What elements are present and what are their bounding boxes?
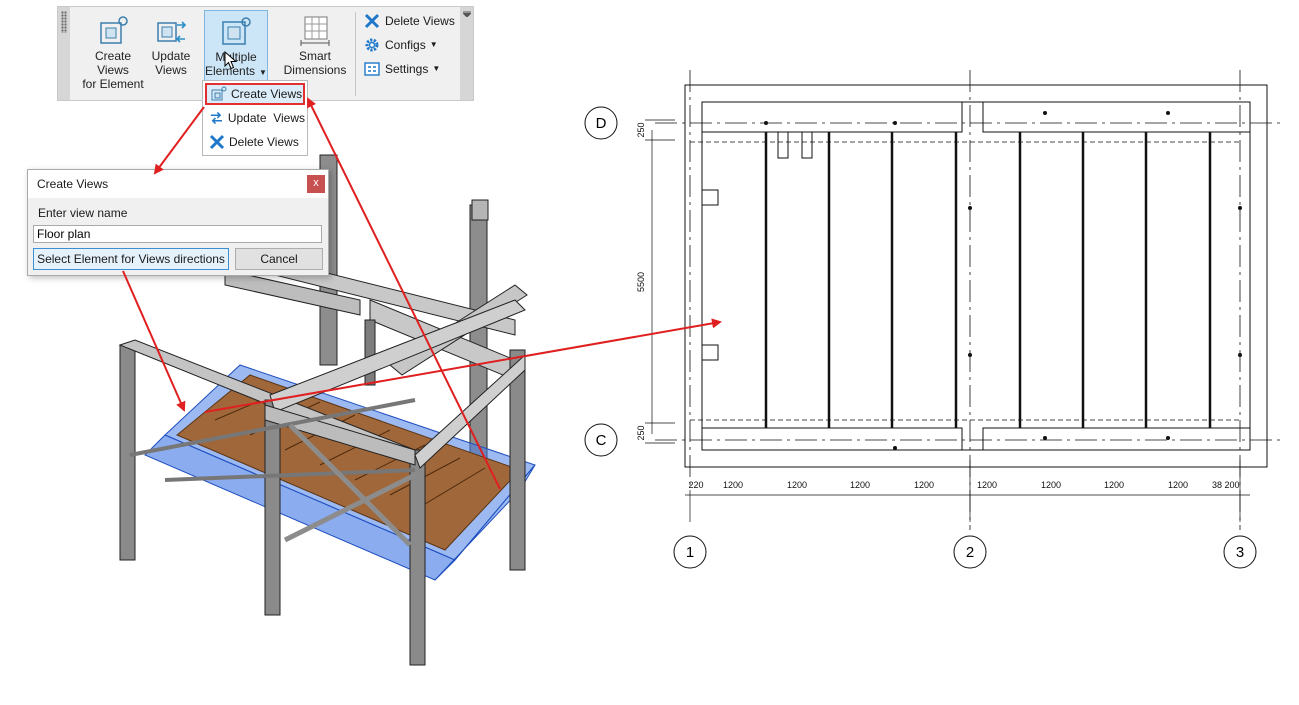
horizontal-dimensions: 220 1200 1200 1200 1200 1200 1200 1200 1… [688,480,1239,490]
dialog-title: Create Views [28,170,328,198]
dim-label: 1200 [1041,480,1061,490]
floor-plan-view[interactable]: D C 1 2 3 250 5500 250 220 1200 1200 120… [580,60,1290,580]
dim-label: 1200 [1168,480,1188,490]
update-views-line2: Views [155,63,187,77]
dim-label: 220 [688,480,703,490]
chevron-down-icon: ▼ [432,64,441,73]
configs-button[interactable]: Configs▼ [364,35,438,55]
delete-icon [364,13,380,29]
chevron-down-icon: ▼ [429,40,438,49]
dim-label: 1200 [1104,480,1124,490]
dim-label: 200 [1224,480,1239,490]
dropdown-item-label: Create Views [231,87,303,101]
multiple-elements-dropdown: Create Views Update Views Delete Views [202,80,308,156]
close-button[interactable]: x [307,175,325,193]
create-views-dialog: Create Views x Enter view name Select El… [27,169,329,276]
dim-label: 1200 [723,480,743,490]
multiple-elements-button[interactable]: Multiple Elements▼ [204,10,268,82]
dropdown-item-delete-views[interactable]: Delete Views [205,131,305,153]
dim-label: 250 [636,122,646,137]
delete-views-button[interactable]: Delete Views [364,11,455,31]
ribbon-panel: Create Views for Element Update Views Mu… [57,6,474,101]
create-views-for-element-line1: Create Views [94,49,132,77]
update-views-button[interactable]: Update Views [148,15,194,95]
delete-icon [209,134,225,150]
create-views-for-element-button[interactable]: Create Views for Element [78,15,148,95]
gear-icon [365,38,379,52]
dropdown-item-update-views[interactable]: Update Views [205,107,305,129]
update-views-icon [157,21,187,43]
settings-icon [364,62,380,76]
settings-button[interactable]: Settings▼ [364,59,440,79]
smart-dimensions-button[interactable]: Smart Dimensions [280,15,350,95]
panel-menu-icon [463,11,471,17]
chevron-down-icon: ▼ [259,68,267,77]
grid-head-D: D [584,106,618,140]
smart-dimensions-line2: Dimensions [283,63,347,77]
view-name-label: Enter view name [38,206,128,220]
multiple-elements-label: Elements [205,64,256,78]
multiple-elements-line2: Elements▼ [205,64,267,80]
grid-label: C [596,432,607,449]
dim-label: 1200 [914,480,934,490]
configs-label: Configs [385,38,426,52]
mouse-cursor-icon [224,51,238,70]
plan-geometry [645,70,1285,530]
grid-label: D [596,115,607,132]
grid-label: 2 [966,544,974,561]
dropdown-item-create-views[interactable]: Create Views [205,83,305,105]
plan-bolts [764,111,1242,450]
vertical-dimensions: 250 5500 250 [636,122,646,440]
grid-label: 3 [1236,544,1244,561]
grid-head-1: 1 [673,535,707,569]
grid-head-C: C [584,423,618,457]
panel-options[interactable] [460,7,473,100]
dropdown-item-label: Delete Views [229,135,299,149]
create-views-for-element-line2: for Element [82,77,144,91]
smart-dimensions-line1: Smart [298,49,331,63]
update-views-icon [210,111,222,125]
update-views-line1: Update [151,49,191,63]
dim-label: 1200 [850,480,870,490]
ribbon-separator [355,12,356,96]
create-views-icon [100,16,128,44]
grid-head-3: 3 [1223,535,1257,569]
create-views-icon [211,86,227,101]
grip-dots [61,11,67,33]
delete-views-label: Delete Views [385,14,455,28]
select-element-button[interactable]: Select Element for Views directions [33,248,229,270]
smart-dimensions-icon [300,16,330,46]
view-name-input[interactable] [33,225,322,243]
multiple-elements-icon [222,17,251,45]
dim-label: 250 [636,425,646,440]
grid-label: 1 [686,544,694,561]
dim-label: 1200 [787,480,807,490]
settings-label: Settings [385,62,429,76]
grid-head-2: 2 [953,535,987,569]
dim-label: 1200 [977,480,997,490]
dropdown-item-label: Update Views [227,111,305,125]
panel-grip[interactable] [58,7,70,100]
cancel-button[interactable]: Cancel [235,248,323,270]
dim-label: 5500 [636,272,646,292]
dim-label: 38 [1212,480,1222,490]
